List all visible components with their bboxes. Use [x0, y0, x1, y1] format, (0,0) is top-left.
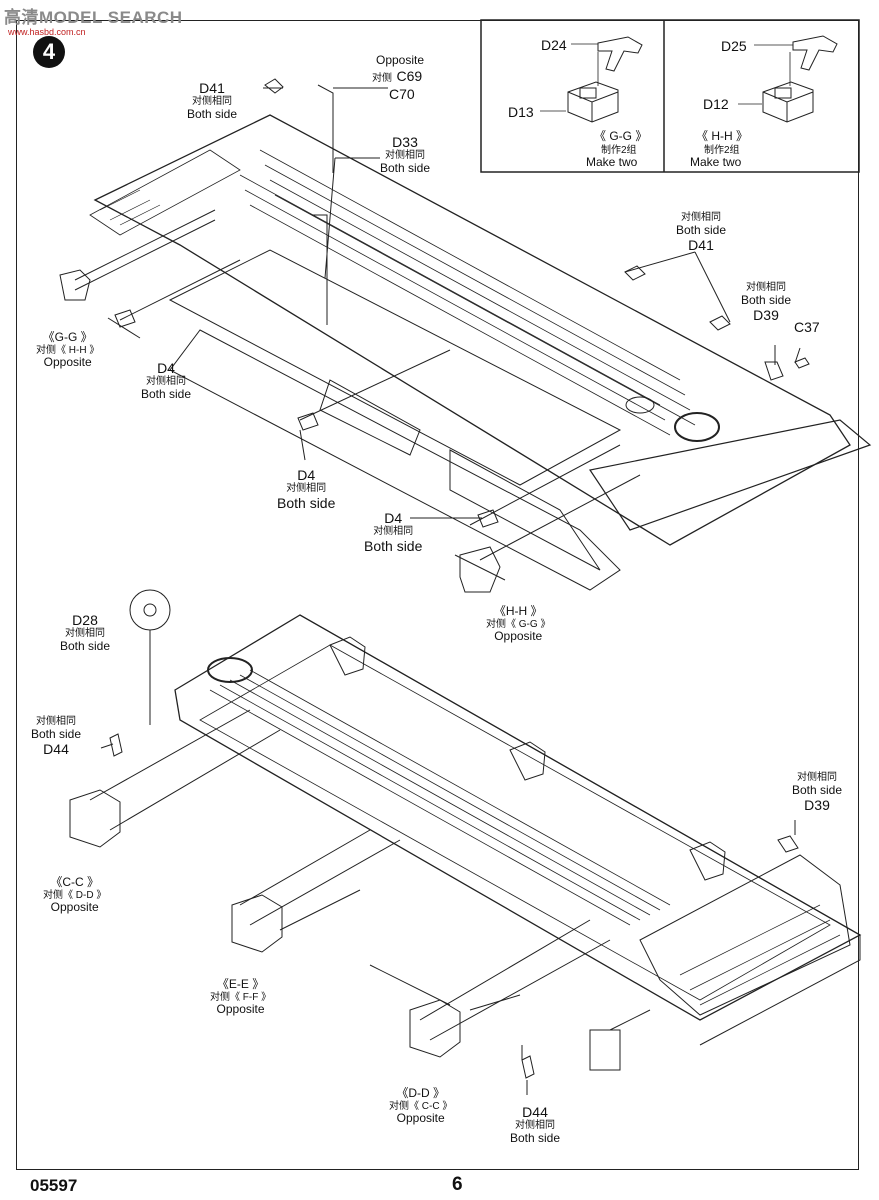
cn-note: 对侧相同	[373, 526, 414, 538]
cn-note: 对侧《 D-D 》	[43, 889, 107, 901]
cn-note: 对侧相同	[515, 1120, 556, 1132]
part-code: D39	[804, 797, 830, 814]
callout-dd-opposite: 《D-D 》 对侧《 C-C 》 Opposite	[389, 1086, 453, 1126]
callout-c37: C37	[794, 319, 820, 335]
watermark-url: www.hasbd.com.cn	[8, 27, 86, 37]
en-note: Opposite	[376, 53, 425, 67]
en-note: Opposite	[43, 355, 92, 370]
part-code: D28	[72, 612, 98, 628]
callout-hh-opposite: 《H-H 》 对侧《 G-G 》 Opposite	[486, 604, 551, 644]
bottom-hull-drawing	[69, 589, 862, 1095]
watermark-logo: 高清MODEL SEARCH	[4, 8, 183, 27]
part-code: D44	[43, 741, 69, 758]
inset-gg-part-d13: D13	[508, 104, 534, 120]
inset-gg-cn: 制作2组	[601, 145, 637, 156]
cn-note: 对侧《 F-F 》	[210, 991, 272, 1003]
en-note: Both side	[792, 782, 843, 797]
callout-c69-c70: Opposite 对侧 C69 C70	[372, 53, 425, 103]
step-number-badge: 4	[33, 36, 65, 68]
callout-d39-top: 对侧相同 Both side D39	[741, 282, 791, 323]
cn-note: 对侧相同	[146, 376, 187, 388]
kit-number: 05597	[30, 1176, 78, 1195]
cn-note: 对侧相同	[36, 716, 77, 727]
callout-d4-middle: D4 对侧相同 Both side	[277, 467, 335, 511]
inset-hh-drawing	[738, 35, 838, 123]
cn-note: 对侧相同	[746, 282, 787, 293]
callout-d4-left: D4 对侧相同 Both side	[141, 360, 191, 401]
en-note: Both side	[741, 292, 792, 307]
cn-note: 对侧相同	[192, 96, 233, 108]
callout-d28: D28 对侧相同 Both side	[60, 612, 110, 653]
inset-hh-cn: 制作2组	[704, 145, 740, 156]
section-title: 《C-C 》	[50, 875, 99, 889]
callout-d44-bottom: D44 对侧相同 Both side	[510, 1104, 560, 1145]
inset-hh-title: 《 H-H 》	[696, 129, 748, 143]
en-note: Both side	[60, 638, 111, 653]
cn-note: 对侧《 C-C 》	[389, 1100, 453, 1112]
en-note: Both side	[187, 106, 238, 121]
part-code: D4	[157, 360, 175, 376]
section-title: 《H-H 》	[493, 604, 543, 618]
en-note: Both side	[31, 726, 82, 741]
cn-note: 对侧相同	[286, 483, 327, 495]
callout-d4-right: D4 对侧相同 Both side	[364, 510, 422, 554]
en-note: Opposite	[50, 900, 99, 915]
callout-cc-opposite: 《C-C 》 对侧《 D-D 》 Opposite	[43, 875, 107, 915]
page-number: 6	[452, 1174, 463, 1195]
en-note: Opposite	[216, 1002, 265, 1017]
inset-hh-make-two: Make two	[690, 155, 742, 169]
inset-gg-make-two: Make two	[586, 155, 638, 169]
callout-gg-opposite: 《G-G 》 对侧《 H-H 》 Opposite	[36, 330, 100, 370]
part-code: D41	[688, 237, 714, 254]
en-note: Both side	[364, 537, 423, 554]
top-hull-drawing	[59, 78, 872, 593]
cn-note: 对侧《 H-H 》	[36, 344, 100, 356]
part-code: D4	[297, 467, 316, 483]
part-code-c69: C69	[396, 67, 423, 84]
cn-note: 对侧相同	[385, 150, 426, 162]
callout-d44-left: 对侧相同 Both side D44	[31, 716, 81, 757]
cn-note: 对侧相同	[797, 772, 838, 783]
cn-note: 对侧相同	[65, 628, 106, 640]
en-note: Both side	[676, 222, 727, 237]
inset-gg-drawing	[540, 36, 643, 123]
inset-hh-part-d12: D12	[703, 96, 729, 112]
part-code: D44	[522, 1104, 548, 1120]
part-code: D4	[384, 510, 403, 526]
en-note: Both side	[380, 160, 431, 175]
section-title: 《G-G 》	[42, 330, 93, 344]
callout-ee-opposite: 《E-E 》 对侧《 F-F 》 Opposite	[210, 977, 272, 1017]
page-frame	[16, 20, 859, 1170]
en-note: Opposite	[494, 629, 543, 644]
part-code: D41	[199, 80, 225, 96]
callout-d41-right: 对侧相同 Both side D41	[676, 212, 726, 253]
en-note: Both side	[510, 1130, 561, 1145]
section-title: 《D-D 》	[396, 1086, 445, 1100]
part-code: D39	[753, 307, 779, 324]
cn-note: 对侧	[372, 72, 392, 84]
part-code-c70: C70	[389, 86, 415, 103]
inset-frame	[480, 19, 860, 173]
section-title: 《E-E 》	[216, 977, 265, 991]
callout-d39-bottom: 对侧相同 Both side D39	[792, 772, 842, 813]
cn-note: 对侧《 G-G 》	[486, 618, 551, 630]
inset-hh-part-d25: D25	[721, 38, 747, 54]
en-note: Both side	[277, 494, 336, 511]
inset-gg-part-d24: D24	[541, 37, 567, 53]
en-note: Opposite	[396, 1111, 445, 1126]
cn-note: 对侧相同	[681, 212, 722, 223]
callout-d33: D33 对侧相同 Both side	[380, 134, 430, 175]
callout-d41-top: D41 对侧相同 Both side	[187, 80, 237, 121]
en-note: Both side	[141, 386, 192, 401]
inset-gg-title: 《 G-G 》	[594, 129, 648, 143]
part-code: D33	[392, 134, 418, 150]
